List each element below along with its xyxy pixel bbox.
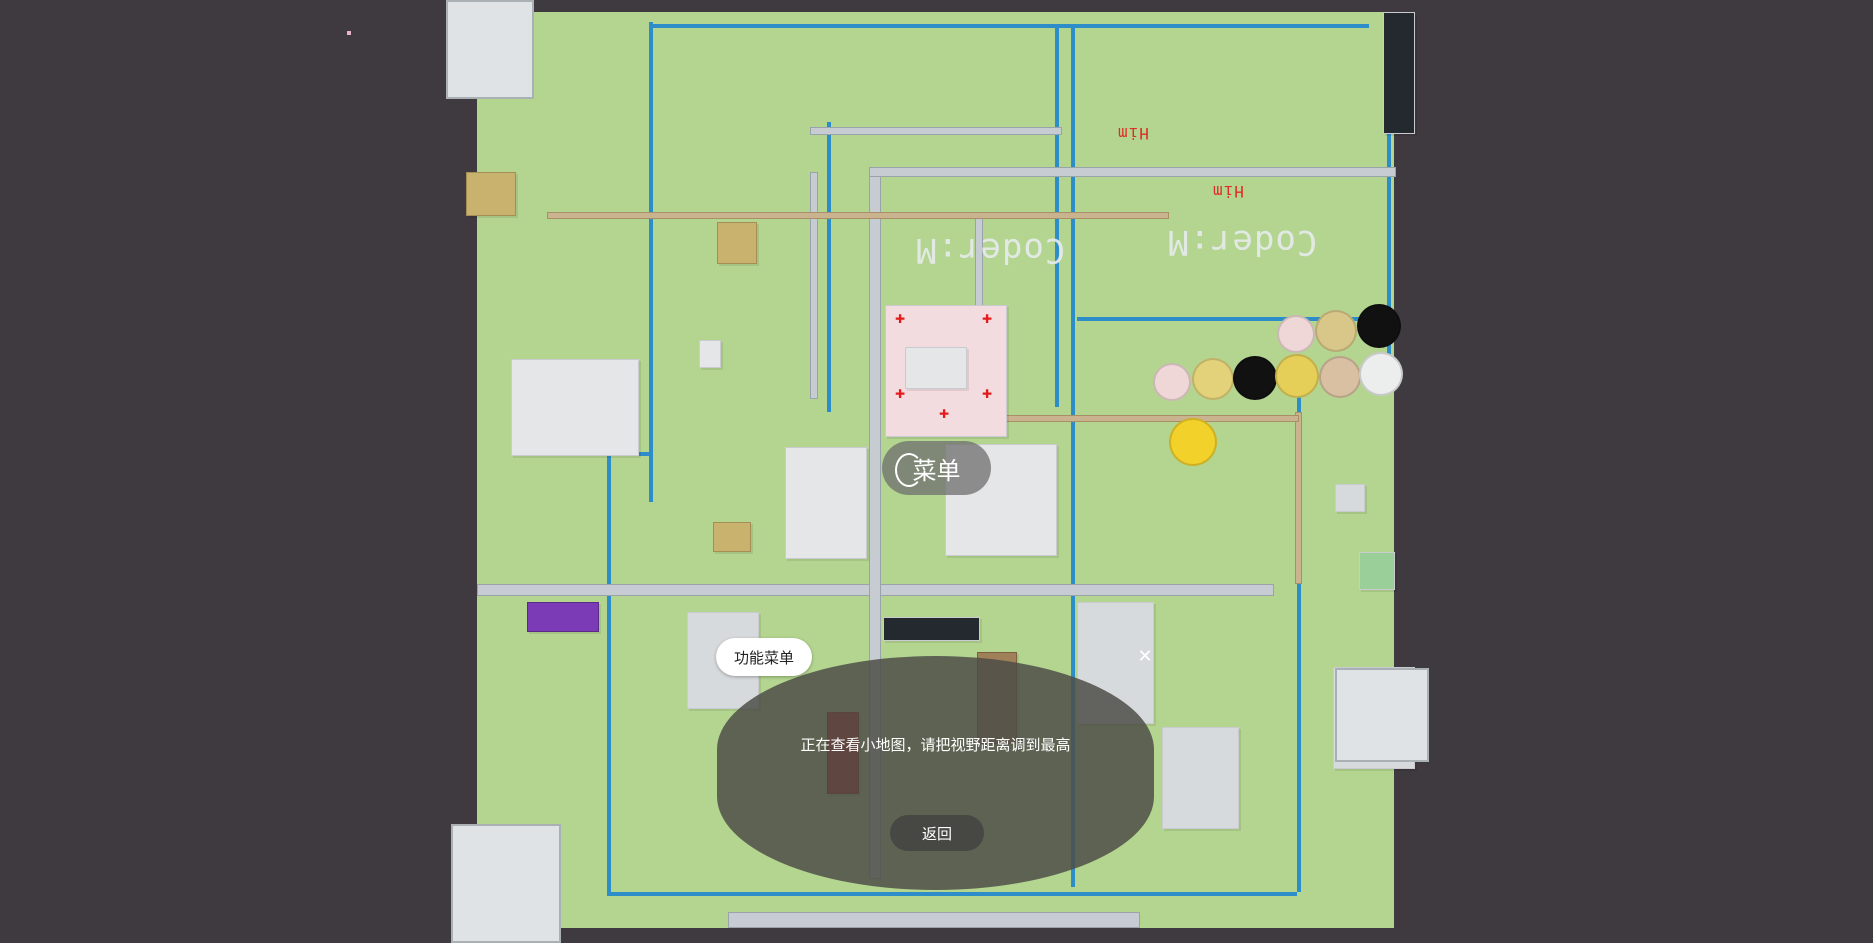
road <box>547 212 1169 219</box>
close-icon[interactable]: ✕ <box>1137 646 1153 667</box>
cross-icon: ✚ <box>895 312 906 326</box>
road <box>869 167 1396 177</box>
building <box>883 617 980 641</box>
cross-icon: ✚ <box>982 387 993 401</box>
tank <box>1315 310 1357 352</box>
tower <box>1335 668 1429 762</box>
world-sign: Him <box>1117 124 1149 143</box>
cross-icon: ✚ <box>939 407 950 421</box>
building <box>511 359 639 456</box>
road <box>810 172 818 399</box>
tank <box>1153 363 1191 401</box>
crate <box>466 172 516 216</box>
building <box>785 447 867 559</box>
tank <box>1275 354 1319 398</box>
minimap-ground: Coder:M Coder:M Him Him ✚ ✚ ✚ ✚ ✚ <box>477 12 1415 928</box>
pipe <box>607 452 611 892</box>
tank <box>1357 304 1401 348</box>
pipe <box>607 892 1297 896</box>
tank <box>1169 418 1217 466</box>
pipe <box>1071 27 1075 887</box>
road <box>1295 412 1302 584</box>
tank <box>1359 352 1403 396</box>
hospital-roof <box>905 347 967 389</box>
road <box>977 415 1299 422</box>
pipe <box>1077 317 1377 321</box>
minimap-message: 正在查看小地图，请把视野距离调到最高 <box>800 736 1071 754</box>
world-sign: Coder:M <box>915 230 1066 270</box>
pipe <box>1387 22 1391 372</box>
road <box>728 912 1140 928</box>
building <box>1383 12 1415 134</box>
cross-icon: ✚ <box>895 387 906 401</box>
road <box>810 127 1062 135</box>
crate <box>713 522 751 552</box>
world-sign: Him <box>1212 182 1244 201</box>
back-button[interactable]: 返回 <box>890 815 984 851</box>
tower <box>446 0 534 99</box>
world-sign: Coder:M <box>1167 222 1318 262</box>
tank <box>1277 315 1315 353</box>
building <box>1162 727 1239 829</box>
building <box>1359 552 1395 590</box>
pipe <box>649 24 1369 28</box>
tower <box>451 824 561 943</box>
tank <box>1233 356 1277 400</box>
building <box>699 340 721 368</box>
pipe <box>1297 392 1301 892</box>
particle <box>347 31 351 35</box>
pipe <box>827 122 831 412</box>
building <box>527 602 599 632</box>
building <box>1335 484 1365 512</box>
menu-button[interactable]: 菜单 <box>882 441 991 495</box>
function-menu-button[interactable]: 功能菜单 <box>716 638 812 676</box>
crate <box>717 222 757 264</box>
tank <box>1319 356 1361 398</box>
cross-icon: ✚ <box>982 312 993 326</box>
pipe <box>649 22 653 502</box>
menu-ring-icon <box>895 453 923 487</box>
tank <box>1192 358 1234 400</box>
minimap-overlay <box>717 656 1154 890</box>
